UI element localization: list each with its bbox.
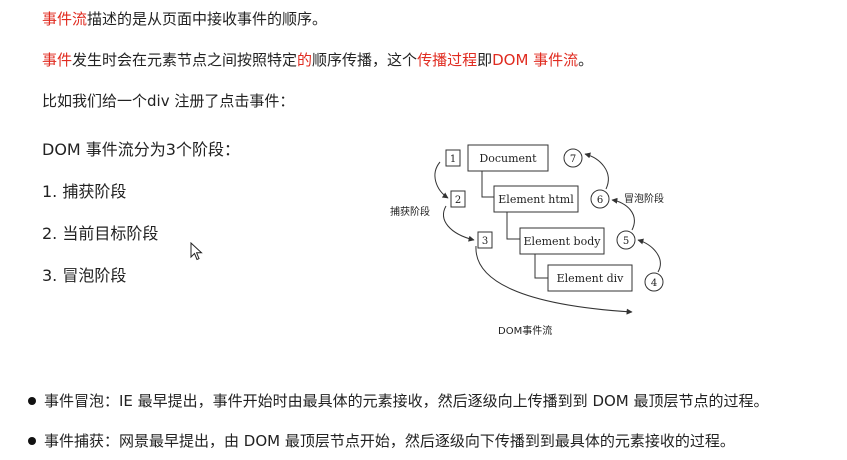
- dom-event-flow-diagram: Document Element html Element body Eleme…: [390, 144, 664, 337]
- node-div-label: Element div: [557, 272, 625, 285]
- capture-step-1: 1: [450, 154, 456, 165]
- intro-line-2-part8: 。: [578, 51, 594, 69]
- bubble-arrow-5-6: [611, 197, 635, 231]
- node-body-box: [519, 227, 605, 255]
- bubble-step-4-circle: [644, 272, 664, 292]
- bubble-step-5-circle: [616, 230, 636, 250]
- bubble-step-6: 6: [597, 195, 603, 206]
- intro-line-2-part3: 的: [297, 51, 313, 69]
- capture-step-1-box: [445, 149, 461, 167]
- bullet-dot-bubbling: [28, 397, 36, 405]
- capture-phase-label: 捕获阶段: [390, 205, 430, 218]
- node-div-box: [547, 264, 633, 292]
- connector-html-body: [506, 212, 520, 240]
- bubble-step-5: 5: [623, 236, 629, 247]
- dom-event-flow-term: DOM 事件流: [492, 51, 579, 69]
- capture-arrow-1: [434, 161, 449, 199]
- bubble-step-7: 7: [570, 154, 576, 165]
- intro-line-2: 事件发生时会在元素节点之间按照特定的顺序传播，这个传播过程即DOM 事件流。: [42, 50, 593, 70]
- connector-body-div: [534, 254, 548, 279]
- intro-line-3: 比如我们给一个div 注册了点击事件：: [42, 92, 295, 110]
- phases-title: DOM 事件流分为3个阶段：: [42, 140, 240, 159]
- capture-step-2-box: [450, 190, 466, 208]
- propagation-term: 传播过程: [417, 51, 478, 69]
- bullet-event-bubbling: 事件冒泡：IE 最早提出，事件开始时由最具体的元素接收，然后逐级向上传播到到 D…: [44, 392, 769, 410]
- bubble-step-6-circle: [590, 189, 610, 209]
- intro-line-2-part4: 顺序传播，这个: [312, 51, 418, 69]
- capture-step-3-box: [477, 231, 493, 249]
- bubble-step-4: 4: [651, 278, 657, 289]
- capture-step-2: 2: [455, 195, 461, 206]
- bubble-phase-label: 冒泡阶段: [624, 192, 664, 205]
- node-html-label: Element html: [498, 193, 574, 206]
- bullet-dot-capturing: [28, 437, 36, 445]
- node-document-label: Document: [479, 152, 537, 165]
- bubble-step-7-circle: [563, 148, 583, 168]
- capture-step-3: 3: [482, 236, 488, 247]
- bullet-event-capturing: 事件捕获：网景最早提出，由 DOM 最顶层节点开始，然后逐级向下传播到到最具体的…: [44, 432, 735, 450]
- intro-line-2-part6: 即: [477, 51, 493, 69]
- event-term: 事件: [42, 51, 73, 69]
- phase-item-target: 2. 当前目标阶段: [42, 224, 159, 243]
- mouse-cursor-icon: [190, 242, 203, 261]
- node-document-box: [467, 144, 549, 172]
- bubble-arrow-6-7: [584, 152, 609, 190]
- phase-item-bubble: 3. 冒泡阶段: [42, 266, 127, 285]
- intro-line-1-text: 描述的是从页面中接收事件的顺序。: [87, 10, 328, 28]
- connector-document-html: [481, 171, 494, 198]
- capture-arrow-3: [475, 245, 633, 315]
- capture-arrow-2: [443, 205, 475, 242]
- bubble-arrow-4-5: [637, 238, 661, 273]
- intro-line-2-part2: 发生时会在元素节点之间按照特定: [72, 51, 298, 69]
- node-html-box: [493, 185, 579, 213]
- diagram-caption: DOM事件流: [498, 324, 552, 337]
- node-body-label: Element body: [524, 235, 602, 248]
- phase-item-capture: 1. 捕获阶段: [42, 182, 127, 201]
- intro-line-1: 事件流描述的是从页面中接收事件的顺序。: [42, 9, 327, 29]
- event-flow-term: 事件流: [42, 10, 88, 28]
